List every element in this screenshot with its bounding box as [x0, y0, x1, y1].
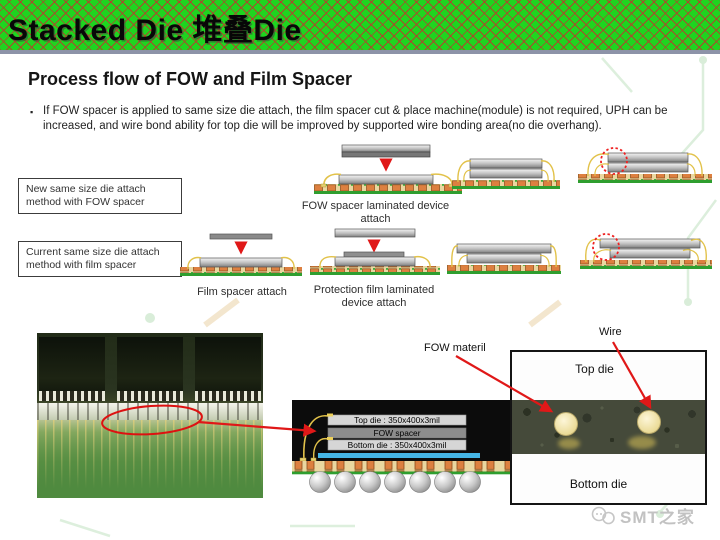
bullet-text: If FOW spacer is applied to same size di…: [43, 105, 668, 133]
micrograph-bottom-die-label: Bottom die: [569, 477, 628, 491]
protection-step-label: Protection film laminated device attach: [313, 284, 435, 309]
bond-finger-band: [37, 403, 263, 420]
fow-spacer-label: FOW spacer: [374, 428, 421, 438]
wire-streaks: [37, 420, 263, 498]
film-stacked-wirebond-diagram: [580, 233, 712, 269]
highlight-circle-icon: [592, 233, 620, 261]
wirebond-photo: [37, 333, 263, 498]
fow-micrograph-panel: Top die Bottom die: [510, 350, 707, 505]
highlight-circle-icon: [600, 147, 628, 175]
fow-stacked-wirebond-diagram: [578, 147, 712, 183]
gold-smudge: [558, 438, 580, 449]
new-method-box: New same size die attach method with FOW…: [18, 178, 182, 215]
chip-module: [39, 337, 105, 401]
stacked-die-cross-section-diagram: Top die : 350x400x3mil FOW spacer Bottom…: [292, 400, 510, 493]
fow-laminated-attach-diagram: [314, 144, 462, 194]
film-spacer-attach-diagram: [180, 233, 302, 276]
fow-stacked-diagram: [452, 158, 560, 189]
wire-cross-section: [554, 412, 578, 436]
watermark: SMT之家: [590, 503, 695, 528]
chip-module: [195, 337, 261, 401]
chip-pads: [117, 391, 183, 401]
fow-step-label: FOW spacer laminated device attach: [301, 200, 450, 225]
watermark-text: SMT之家: [620, 508, 695, 527]
protection-film-attach-diagram: [310, 228, 440, 275]
bullet-item: ▪ If FOW spacer is applied to same size …: [30, 104, 698, 134]
wire-cross-section: [637, 410, 661, 434]
page-title: Process flow of FOW and Film Spacer: [28, 69, 353, 89]
bottom-die-spec-label: Bottom die : 350x400x3mil: [348, 440, 447, 450]
bullet-marker-icon: ▪: [30, 107, 34, 117]
chip-module: [117, 337, 183, 401]
fow-material-band: [512, 400, 705, 454]
chip-pads: [195, 391, 261, 401]
current-method-box: Current same size die attach method with…: [18, 241, 182, 278]
micrograph-top-die-label: Top die: [575, 362, 614, 376]
fow-material-callout: FOW materil: [424, 342, 486, 354]
smt-logo-icon: [591, 506, 615, 524]
gold-smudge: [628, 436, 656, 449]
wire-callout: Wire: [599, 326, 622, 338]
film-stacked-diagram: [447, 243, 561, 274]
slide-header-banner: Stacked Die 堆叠Die: [0, 0, 720, 54]
top-die-spec-label: Top die : 350x400x3mil: [354, 415, 440, 425]
banner-title: Stacked Die 堆叠Die: [8, 14, 302, 47]
chip-pads: [39, 391, 105, 401]
film-step-label: Film spacer attach: [197, 286, 287, 298]
